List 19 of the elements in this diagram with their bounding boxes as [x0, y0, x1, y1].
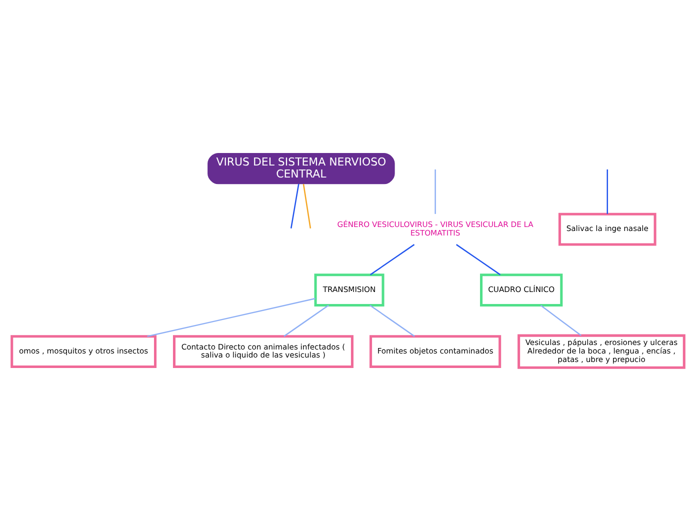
node-box: VIRUS DEL SISTEMA NERVIOSO CENTRAL: [208, 152, 395, 184]
node-box: CUADRO CLÍNICO: [480, 273, 563, 306]
node-text: GÉNERO VESICULOVIRUS - VIRUS VESICULAR DE LA ESTOMATITIS: [337, 219, 534, 237]
connector: [147, 297, 316, 337]
connector: [284, 304, 330, 336]
node-box: Vesiculas , pápulas , erosiones y ulceras Alrededor de la boca , lengua , encías , patas , ubre y prepucio: [518, 334, 686, 368]
connector: [370, 304, 415, 336]
connector: [370, 244, 415, 275]
connector: [302, 183, 312, 228]
node-box: Salivac la inge nasale: [558, 212, 656, 246]
node-box: TRANSMISION: [314, 273, 384, 306]
connector: [606, 168, 608, 214]
node-box: Contacto Directo con animales infectados ( saliva o liquido de las vesiculas ): [172, 334, 354, 368]
connector: [290, 183, 300, 228]
node-box: Fomites objetos contaminados: [370, 334, 502, 368]
connector: [456, 244, 501, 275]
connector: [540, 304, 582, 336]
connector: [434, 168, 436, 214]
node-box: omos , mosquitos y otros insectos: [10, 334, 157, 368]
